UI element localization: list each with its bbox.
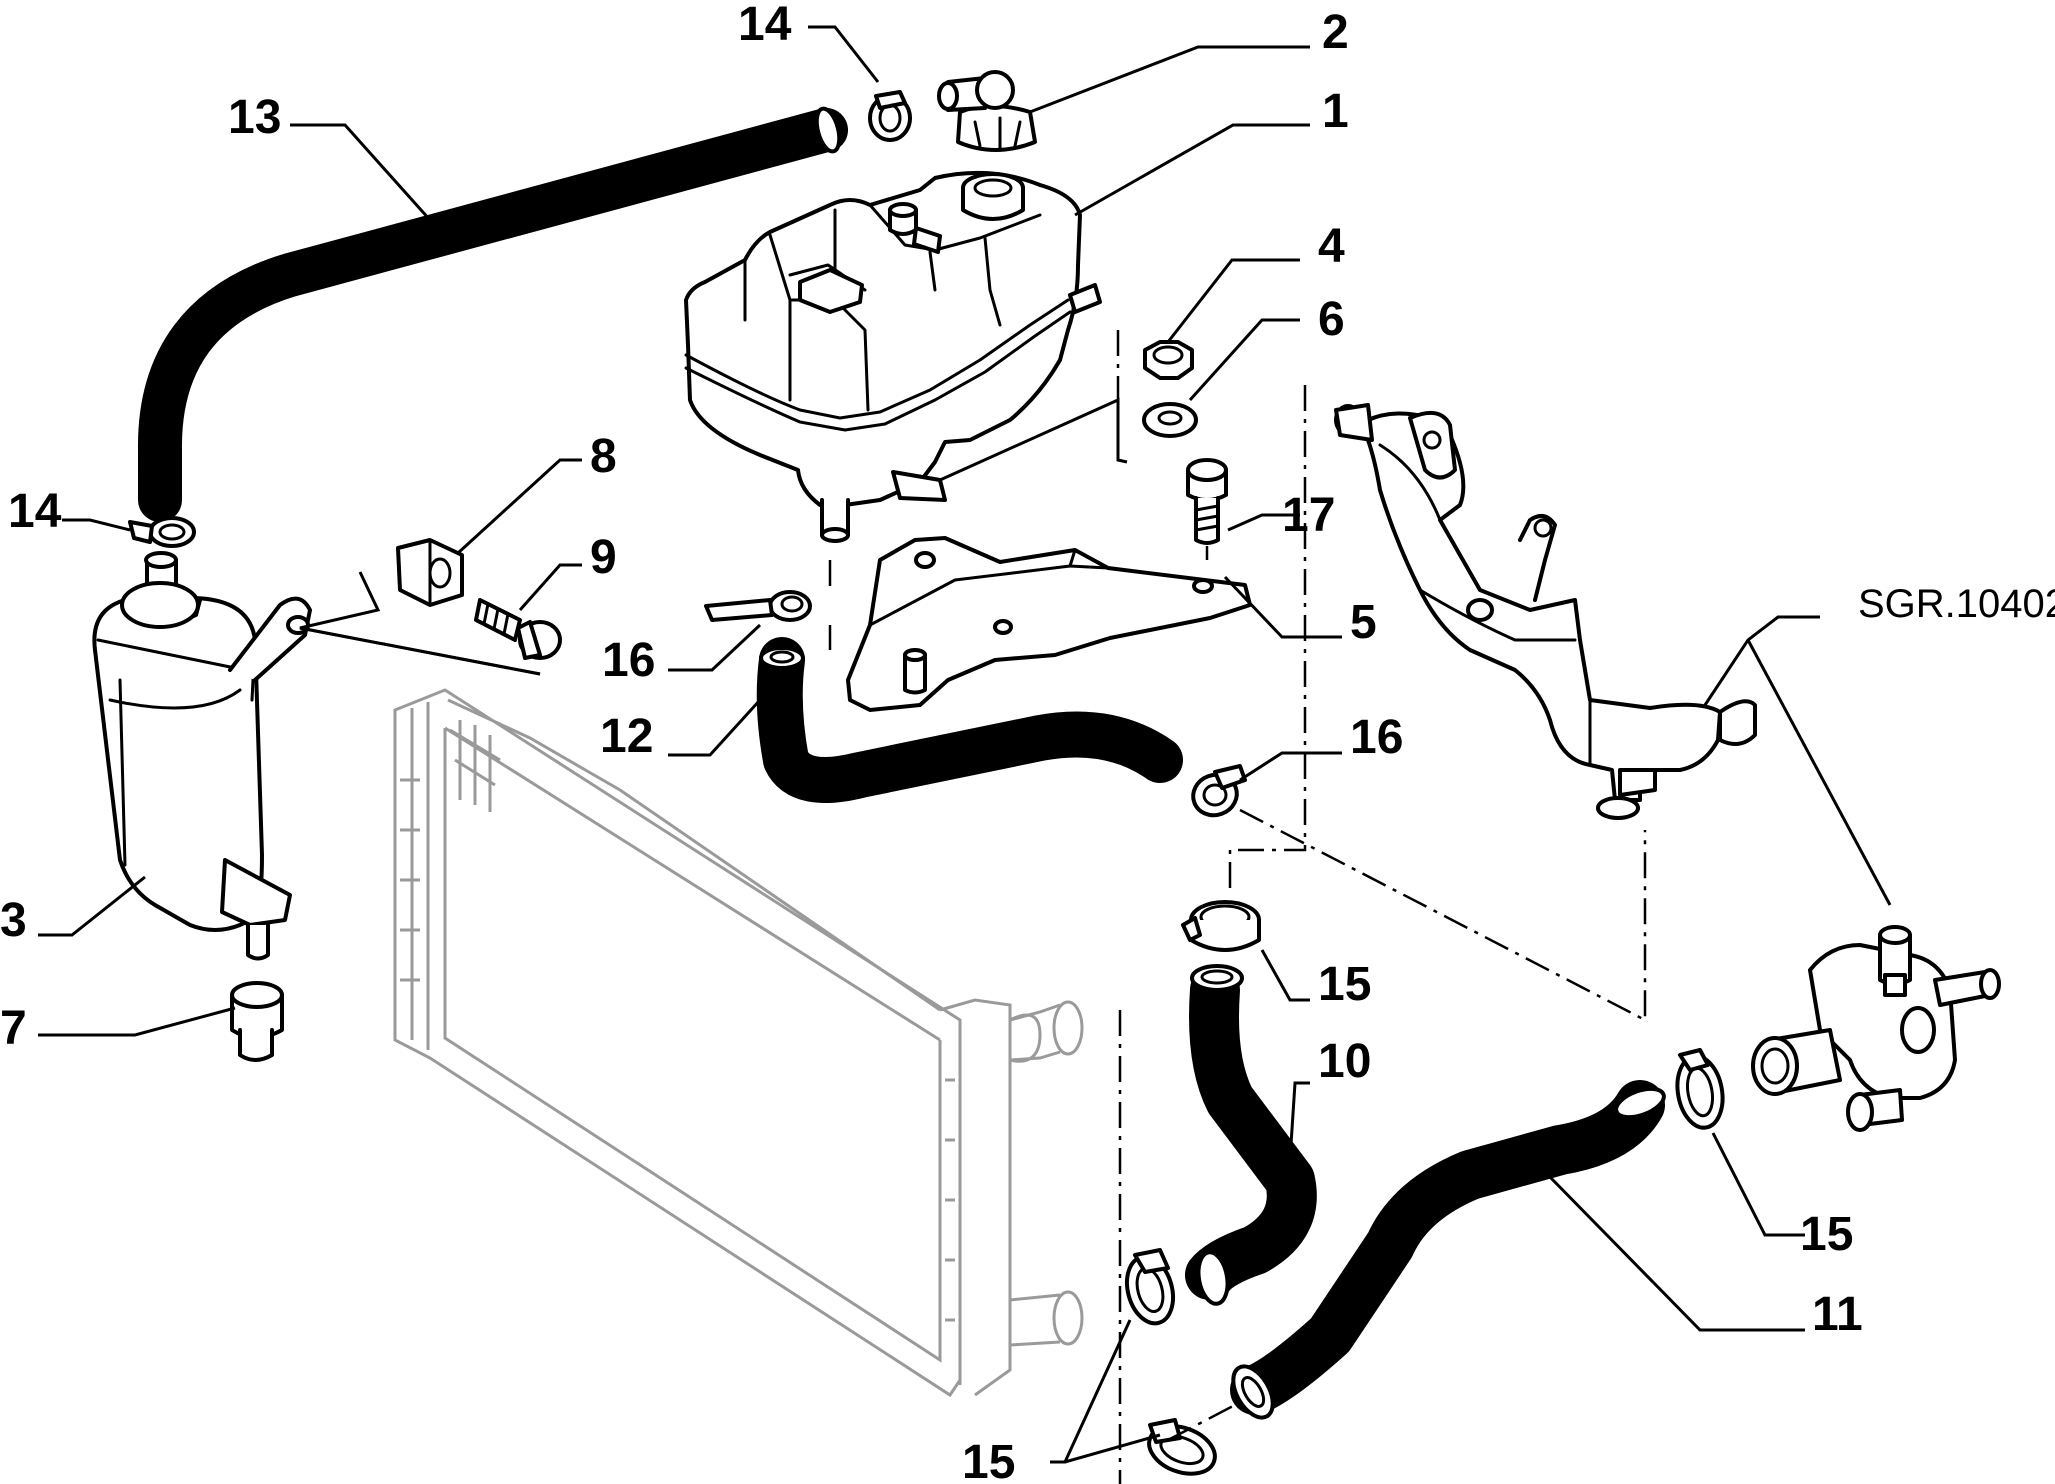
callout-16-left: 16 [602, 634, 655, 687]
callout-8: 8 [590, 430, 617, 483]
thermostat-housing [1751, 925, 2001, 1132]
callout-1: 1 [1322, 85, 1349, 138]
callout-16-right: 16 [1350, 711, 1403, 764]
callout-2: 2 [1322, 6, 1349, 59]
callout-14-upper: 14 [738, 0, 792, 51]
callout-11: 11 [1812, 1288, 1863, 1341]
hose-10 [1185, 964, 1317, 1306]
clip-8 [396, 538, 464, 607]
callout-5: 5 [1350, 596, 1377, 649]
tank-cap [937, 70, 1037, 152]
nut-4 [1143, 340, 1194, 380]
hose-clip-14-upper [868, 90, 912, 142]
leader-lines [38, 25, 1892, 1464]
radiator [393, 688, 1084, 1398]
callout-4: 4 [1318, 220, 1345, 273]
reservoir-3 [92, 551, 312, 961]
mounting-lines [299, 397, 1128, 676]
expansion-tank [684, 170, 1102, 543]
hose-clip-16-left [704, 590, 812, 622]
hose-clip-15-middle [1124, 1248, 1176, 1326]
hose-clip-15-bottom [1147, 1418, 1217, 1476]
hose-13 [137, 106, 848, 522]
hose-11 [1230, 1080, 1666, 1420]
bracket-5 [846, 536, 1252, 712]
hose-12 [756, 637, 1183, 803]
callout-6: 6 [1318, 293, 1345, 346]
callout-7: 7 [0, 1002, 27, 1055]
callout-9: 9 [590, 531, 617, 584]
hose-clip-15-top [1181, 900, 1261, 952]
coolant-pipe [1334, 403, 1757, 820]
callout-3: 3 [0, 894, 27, 947]
reference-code: SGR.10402 [1858, 582, 2055, 626]
callout-15-top: 15 [1318, 958, 1371, 1011]
callout-15-bottom: 15 [962, 1436, 1015, 1484]
callout-12: 12 [600, 710, 653, 763]
callout-10: 10 [1318, 1035, 1371, 1088]
hose-clip-16-right [1191, 764, 1247, 818]
drain-plug-7 [230, 981, 284, 1062]
washer-6 [1142, 402, 1198, 438]
callout-15-right: 15 [1800, 1208, 1853, 1261]
hose-clip-14-lower [128, 516, 196, 548]
callout-14-lower: 14 [8, 485, 62, 538]
hose-clip-15-right [1675, 1048, 1725, 1130]
callout-13: 13 [228, 91, 281, 144]
screw-17 [1186, 458, 1228, 545]
callout-17: 17 [1282, 489, 1335, 542]
bolt-9 [474, 598, 562, 660]
